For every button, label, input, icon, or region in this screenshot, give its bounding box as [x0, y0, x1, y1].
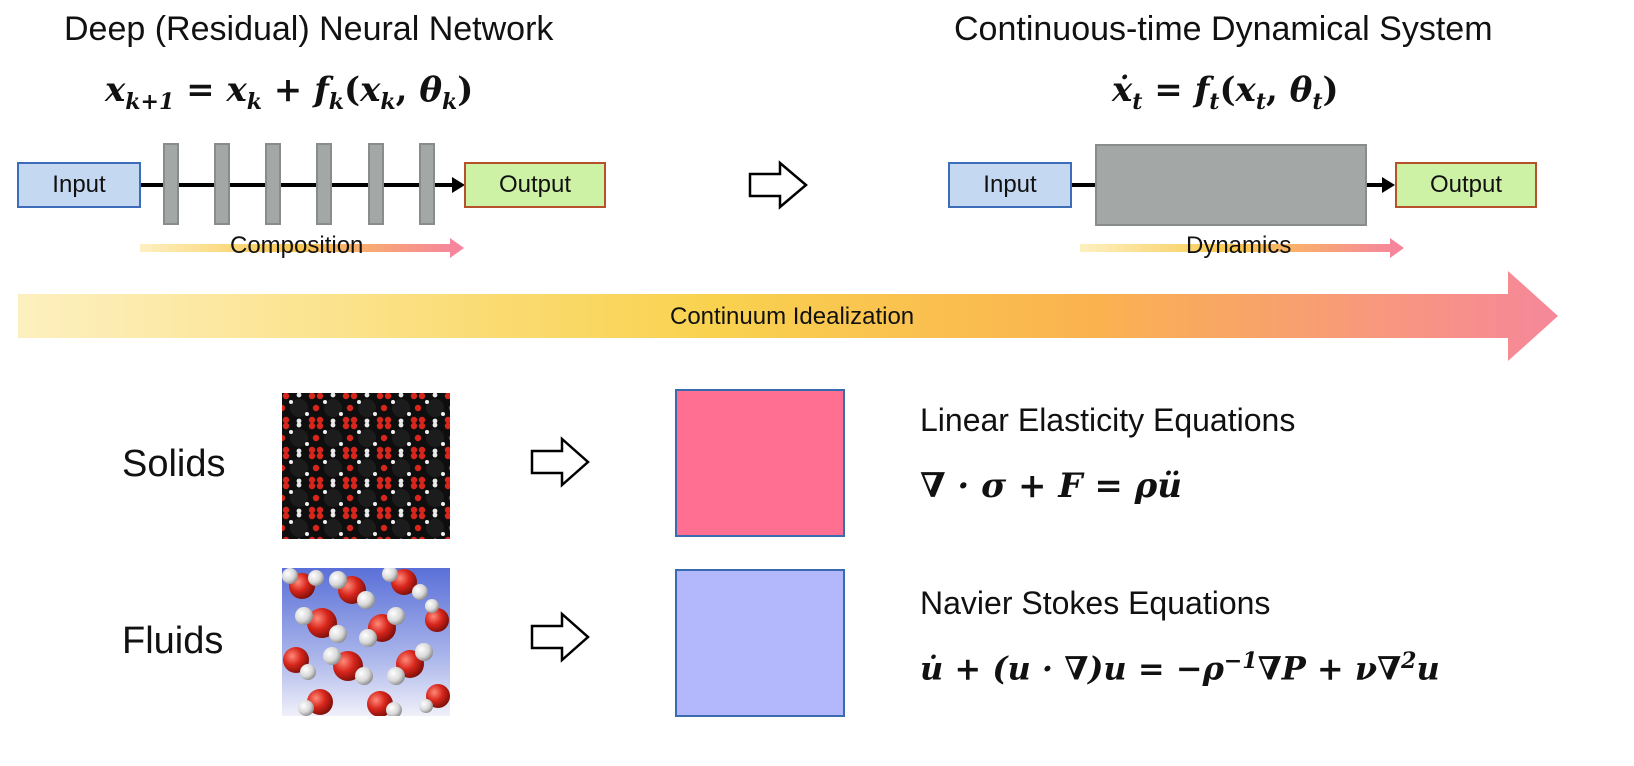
- composition-arrow-bar: [140, 244, 450, 252]
- dynamics-arrow-head: [1390, 238, 1404, 258]
- fluids-equation: u̇ + (u · ∇)u = −ρ−1∇P + ν∇2u: [920, 648, 1440, 688]
- transform-arrow-icon: [748, 160, 808, 210]
- layer-2: [214, 143, 230, 225]
- layer-5: [368, 143, 384, 225]
- dynamics-label: Dynamics: [1186, 232, 1292, 259]
- fluids-equation-name: Navier Stokes Equations: [920, 585, 1271, 621]
- left-title: Deep (Residual) Neural Network: [64, 10, 554, 48]
- fluids-molecules-image: [282, 568, 450, 716]
- fluids-continuum-box: [675, 569, 845, 717]
- dynamics-block: [1095, 144, 1367, 226]
- right-title: Continuous-time Dynamical System: [954, 10, 1493, 48]
- left-input-box: Input: [17, 162, 141, 208]
- continuum-label: Continuum Idealization: [670, 303, 915, 330]
- solids-label: Solids: [122, 443, 226, 485]
- layer-4: [316, 143, 332, 225]
- layer-1: [163, 143, 179, 225]
- left-output-box: Output: [464, 162, 606, 208]
- fluids-label: Fluids: [122, 620, 224, 662]
- solids-equation-name: Linear Elasticity Equations: [920, 402, 1296, 438]
- left-connector-arrowhead: [452, 177, 465, 193]
- dynamics-arrow-bar: [1080, 244, 1392, 252]
- fluids-arrow-icon: [530, 611, 590, 663]
- solids-equation: ∇ · σ + F = ρü: [920, 466, 1182, 506]
- composition-arrow-head: [450, 238, 464, 258]
- right-equation: ẋt = ft(xt, θt): [1112, 70, 1339, 115]
- composition-label: Composition: [230, 232, 364, 259]
- layer-3: [265, 143, 281, 225]
- right-input-box: Input: [948, 162, 1072, 208]
- right-output-box: Output: [1395, 162, 1537, 208]
- right-connector-arrowhead: [1382, 177, 1395, 193]
- left-network-diagram: [140, 177, 465, 258]
- solids-continuum-box: [675, 389, 845, 537]
- solids-lattice-image: [282, 393, 450, 539]
- solids-arrow-icon: [530, 436, 590, 488]
- layer-6: [419, 143, 435, 225]
- left-equation: xk+1 = xk + fk(xk, θk): [105, 70, 474, 115]
- continuum-banner-arrow: [18, 271, 1558, 361]
